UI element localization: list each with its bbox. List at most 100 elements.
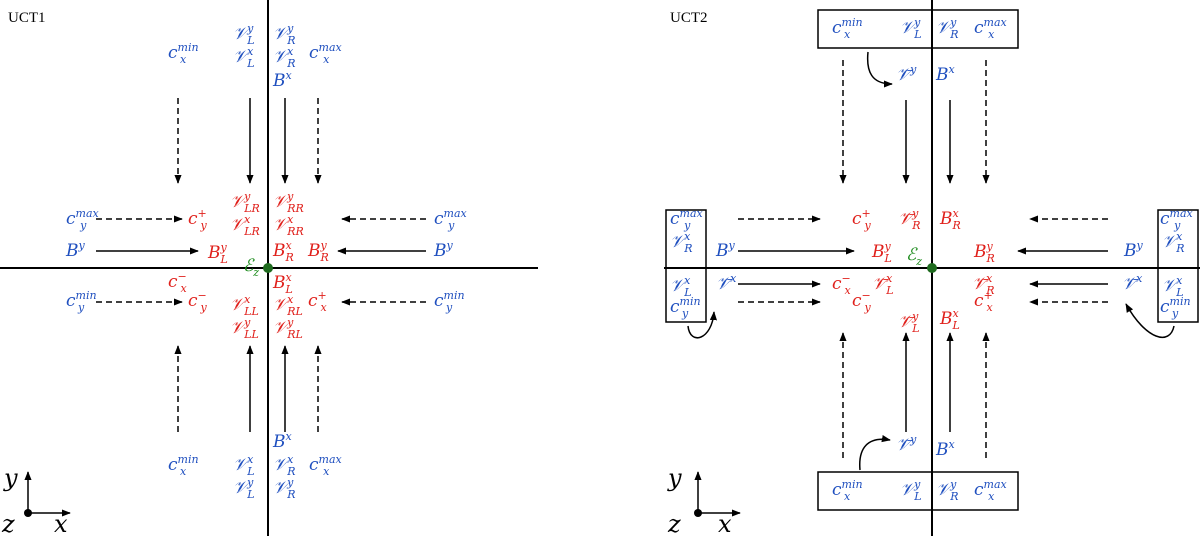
label-superscript: y	[446, 239, 454, 252]
label-subscript: L	[246, 57, 254, 70]
label-base: c	[309, 43, 319, 63]
label-superscript: x	[953, 307, 960, 320]
label-superscript: y	[243, 316, 251, 329]
label-subscript: L	[683, 286, 691, 299]
label-subscript: R	[911, 219, 920, 232]
label-superscript: y	[246, 22, 254, 35]
label-superscript: min	[178, 453, 199, 466]
label-subscript: L	[885, 284, 893, 297]
label-superscript: x	[1136, 272, 1143, 285]
label-superscript: y	[220, 241, 228, 254]
label-subscript: R	[286, 465, 295, 478]
label-superscript: max	[319, 453, 343, 466]
label-base: c	[852, 291, 862, 311]
label-subscript: L	[246, 488, 254, 501]
state-box-top	[817, 9, 1019, 49]
label-subscript: y	[864, 219, 872, 232]
label-subscript: R	[320, 251, 329, 264]
math-label-cxminus: c−x	[168, 270, 188, 295]
label-base: c	[1160, 209, 1170, 229]
label-base: c	[974, 18, 984, 38]
label-subscript: RL	[286, 305, 303, 318]
label-superscript: +	[198, 207, 207, 220]
label-base: c	[168, 455, 178, 475]
label-base: c	[434, 291, 444, 311]
label-base: B	[65, 241, 79, 261]
label-superscript: y	[78, 239, 86, 252]
label-superscript: y	[286, 22, 294, 35]
label-base: c	[670, 209, 680, 229]
label-superscript: x	[1176, 274, 1183, 287]
label-superscript: y	[913, 478, 921, 491]
label-superscript: y	[243, 190, 251, 203]
label-base: c	[832, 480, 842, 500]
label-subscript: L	[220, 253, 228, 266]
label-superscript: x	[953, 207, 960, 220]
label-subscript: y	[683, 219, 691, 232]
label-subscript: x	[845, 284, 852, 297]
label-subscript: R	[286, 57, 295, 70]
label-subscript: L	[952, 319, 960, 332]
label-subscript: RL	[286, 328, 303, 341]
label-base: c	[66, 291, 76, 311]
label-superscript: y	[286, 190, 294, 203]
state-box-bottom	[817, 471, 1019, 511]
label-superscript: +	[984, 289, 993, 302]
label-superscript: +	[318, 289, 327, 302]
label-subscript: y	[200, 219, 208, 232]
label-base: c	[66, 209, 76, 229]
label-base: B	[973, 242, 987, 262]
label-subscript: L	[285, 283, 293, 296]
x-axis-label: x	[718, 510, 732, 536]
label-subscript: L	[1175, 286, 1183, 299]
label-subscript: L	[913, 28, 921, 41]
curved-arrow-right	[1125, 303, 1175, 339]
label-superscript: y	[911, 310, 919, 323]
math-label-Vbar-x-right: 𝒱̄x	[1122, 272, 1143, 294]
label-base: B	[307, 241, 321, 261]
label-superscript: x	[247, 453, 254, 466]
math-label-Bx-bot: Bx	[935, 438, 956, 460]
label-superscript: y	[884, 240, 892, 253]
label-subscript: x	[181, 282, 188, 295]
label-base: B	[939, 309, 953, 329]
label-superscript: +	[862, 207, 871, 220]
label-superscript: −	[842, 272, 851, 285]
panel-title-uct1: UCT1	[8, 10, 46, 26]
label-superscript: y	[949, 478, 957, 491]
corner-node-dot	[927, 263, 937, 273]
label-subscript: y	[200, 301, 208, 314]
label-superscript: max	[319, 41, 343, 54]
math-label-Ez: ℰz	[906, 245, 922, 268]
math-label-By-right: By	[1123, 239, 1144, 261]
math-label-cxplus: c+x	[974, 289, 994, 314]
label-subscript: x	[988, 28, 995, 41]
z-axis-label: z	[1, 510, 15, 536]
math-label-Ez: ℰz	[243, 256, 259, 279]
z-axis-dot	[24, 509, 32, 517]
label-superscript: y	[911, 207, 919, 220]
label-subscript: x	[987, 301, 994, 314]
label-subscript: R	[949, 490, 958, 503]
label-base: B	[272, 432, 286, 452]
